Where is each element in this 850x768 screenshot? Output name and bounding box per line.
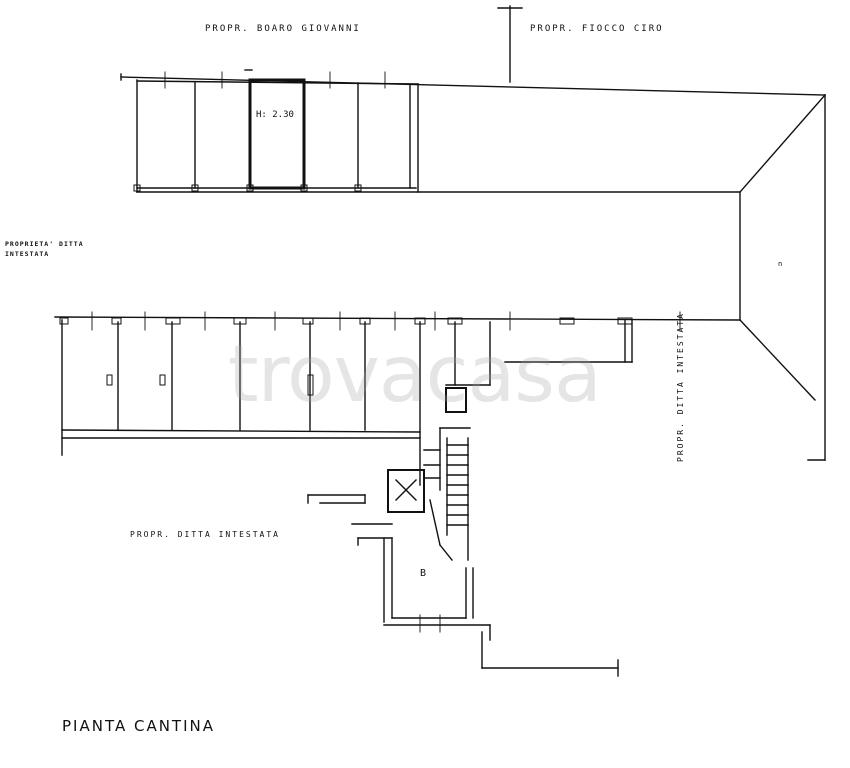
corridor-room-b [307,494,619,677]
label-owner-ditta-left-line1: PROPRIETA' DITTA [5,240,84,248]
staircase [387,427,471,561]
label-owner-boaro: PROPR. BOARO GIOVANNI [205,24,361,34]
label-owner-ditta-left-line2: INTESTATA [5,250,50,258]
label-room-b: B [420,568,429,579]
watermark: trovacasa [228,330,602,420]
ramp-outline [739,94,826,461]
label-owner-ditta-right: PROPR. DITTA INTESTATA [676,312,685,462]
plan-title: PIANTA CANTINA [62,717,216,735]
label-owner-ditta-bottom: PROPR. DITTA INTESTATA [130,530,280,539]
label-mark-right: n [778,260,785,268]
upper-cellar-row [120,5,826,193]
label-owner-fiocco: PROPR. FIOCCO CIRO [530,24,664,34]
dimension-ticks [91,71,681,633]
lower-cellar-row [54,316,741,486]
label-height-note: H: 2.30 [256,110,294,120]
